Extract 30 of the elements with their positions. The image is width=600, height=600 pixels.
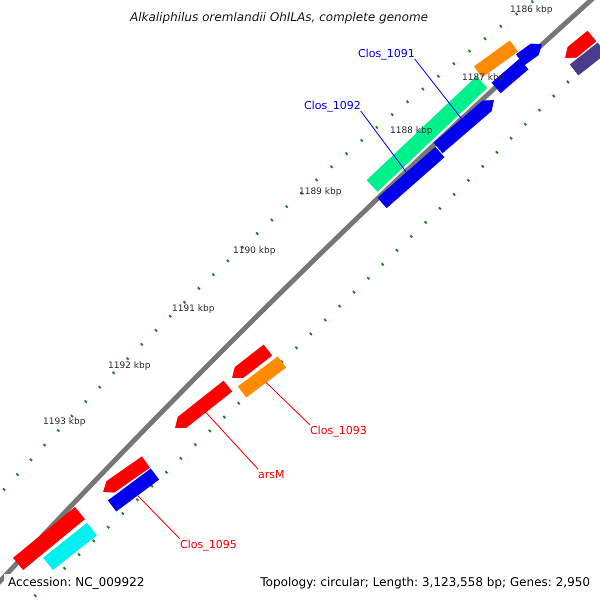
gene-bar [43, 522, 97, 570]
tick-label: 1191 kbp [172, 305, 214, 314]
gene-bar [570, 42, 600, 76]
leader-line [136, 494, 180, 540]
gene-label: Clos_1093 [310, 425, 367, 436]
gene-block [516, 44, 542, 66]
leader-line [360, 110, 408, 174]
tick-label: 1193 kbp [43, 418, 86, 427]
tick-label: 1188 kbp [390, 127, 432, 136]
gene-block [103, 456, 150, 493]
gene-block [232, 344, 272, 378]
title: Alkaliphilus oremlandii OhILAs, complete genome [130, 11, 428, 23]
gene-bar [108, 468, 160, 512]
gene-label: Clos_1095 [180, 539, 237, 550]
tick-label: 1189 kbp [299, 188, 342, 197]
gene-bar [238, 356, 286, 398]
tick-label: 1192 kbp [108, 362, 150, 371]
gene-label: Clos_1091 [358, 48, 415, 59]
gene-bar [12, 506, 86, 570]
gene-block [433, 100, 494, 154]
gene-label: arsM [258, 469, 284, 480]
tick-label: 1186 kbp [510, 6, 552, 15]
gene-label: Clos_1092 [304, 100, 361, 111]
leader-line [205, 412, 258, 470]
gene-block [565, 30, 596, 58]
gene-block [175, 380, 232, 428]
gene-bar [377, 146, 445, 208]
leader-line [414, 58, 462, 120]
tick-label: 1190 kbp [233, 247, 276, 256]
leader-line [265, 382, 310, 426]
